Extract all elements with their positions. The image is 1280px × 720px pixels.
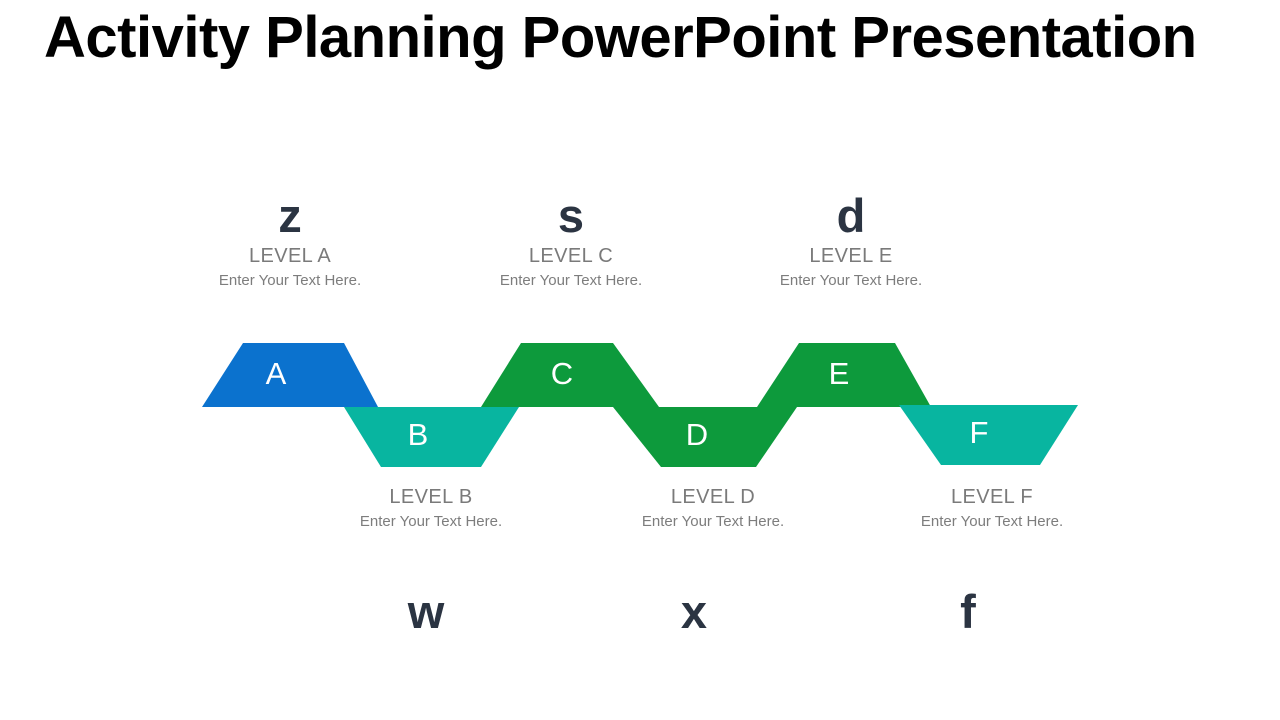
step-c-level-name: LEVEL C — [528, 245, 614, 267]
step-a-big-letter: z — [278, 189, 302, 242]
step-c-description: Enter Your Text Here. — [499, 272, 643, 289]
step-e-big-letter: d — [836, 189, 866, 242]
step-b-description: Enter Your Text Here. — [359, 513, 503, 530]
step-shape-c[interactable]: C — [481, 343, 659, 407]
step-e-polygon[interactable] — [757, 343, 931, 407]
step-b-letter: B — [408, 417, 429, 452]
step-d-description: Enter Your Text Here. — [641, 513, 785, 530]
step-a-polygon[interactable] — [202, 343, 378, 407]
step-b-level-name: LEVEL B — [389, 486, 473, 508]
step-shape-a[interactable]: A — [202, 343, 378, 407]
step-shape-b[interactable]: B — [344, 407, 519, 467]
step-e-letter: E — [829, 356, 850, 391]
step-a-letter: A — [266, 356, 287, 391]
step-label-b: LEVEL B Enter Your Text Here. — [301, 486, 561, 531]
step-label-a: z LEVEL A Enter Your Text Here. — [160, 192, 420, 290]
step-b-polygon[interactable] — [344, 407, 519, 467]
step-e-description: Enter Your Text Here. — [779, 272, 923, 289]
step-shape-e[interactable]: E — [757, 343, 931, 407]
step-d-letter: D — [686, 417, 708, 452]
step-c-polygon[interactable] — [481, 343, 659, 407]
step-shape-d[interactable]: D — [613, 407, 797, 467]
step-d-polygon[interactable] — [613, 407, 797, 467]
step-f-big-letter: f — [960, 585, 976, 638]
step-f-letter: F — [970, 415, 989, 450]
step-f-description: Enter Your Text Here. — [920, 513, 1064, 530]
step-label-f: LEVEL F Enter Your Text Here. — [862, 486, 1122, 531]
step-c-big-letter: s — [557, 189, 585, 242]
step-a-description: Enter Your Text Here. — [218, 272, 362, 289]
step-f-level-name: LEVEL F — [950, 486, 1034, 508]
step-label-c: s LEVEL C Enter Your Text Here. — [441, 192, 701, 290]
step-a-level-name: LEVEL A — [248, 245, 332, 267]
step-b-big-letter: w — [407, 585, 445, 638]
page-title: Activity Planning PowerPoint Presentatio… — [44, 5, 1197, 70]
step-c-letter: C — [551, 356, 573, 391]
step-e-level-name: LEVEL E — [809, 245, 893, 267]
step-label-e: d LEVEL E Enter Your Text Here. — [721, 192, 981, 290]
step-shape-f[interactable]: F — [899, 405, 1078, 465]
step-f-polygon[interactable] — [899, 405, 1078, 465]
step-d-big-letter: x — [680, 585, 708, 638]
step-label-d: LEVEL D Enter Your Text Here. — [583, 486, 843, 531]
step-d-level-name: LEVEL D — [670, 486, 756, 508]
